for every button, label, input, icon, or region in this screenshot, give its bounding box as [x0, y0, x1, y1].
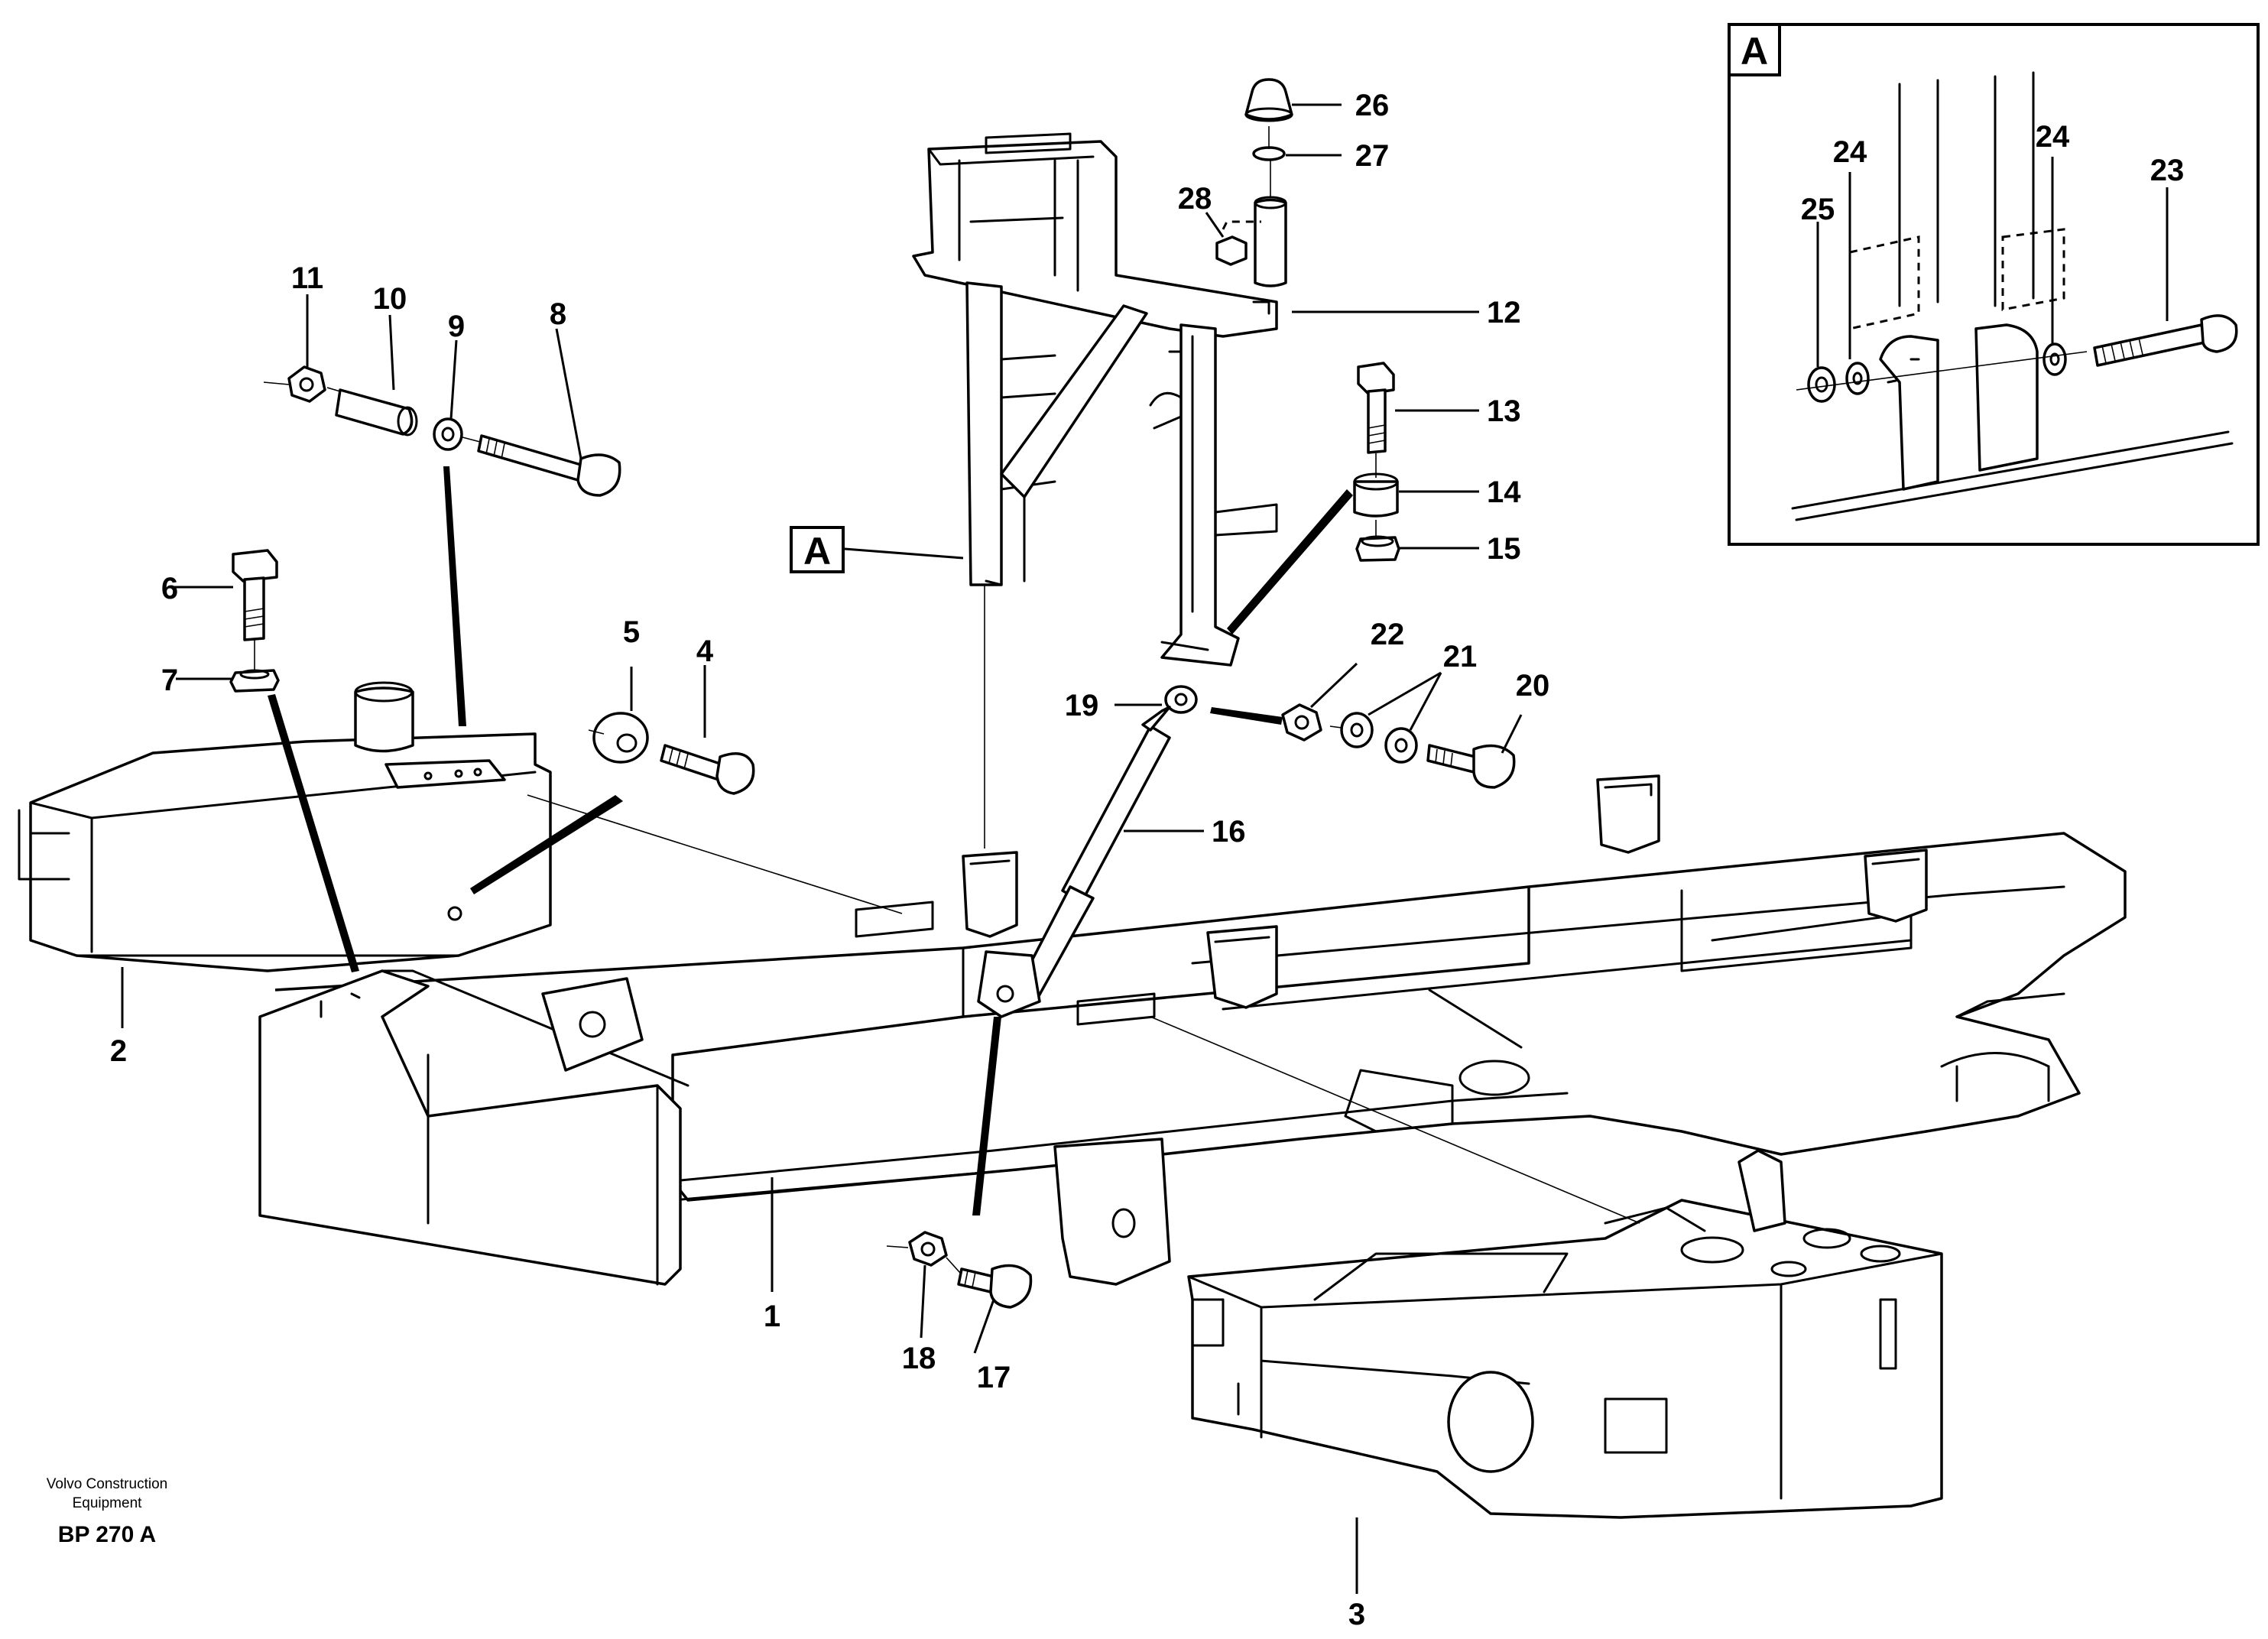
figure-credit: Volvo Construction Equipment BP 270 A: [47, 1476, 167, 1547]
bolt-13: [1357, 362, 1395, 454]
bolt-4: [660, 744, 755, 795]
callout-numbers: 1 2 3 4 5 6 7 8 9 10 11 12 13 14 15 16 1…: [110, 89, 2184, 1631]
callout-28: 28: [1178, 182, 1212, 216]
gas-strut: [977, 725, 1171, 1018]
nut-22: [1281, 703, 1322, 742]
callout-25: 25: [1801, 193, 1835, 226]
callout-22: 22: [1371, 618, 1405, 651]
callout-15: 15: [1487, 532, 1521, 566]
detail-view-label: A: [1741, 30, 1768, 73]
nut-15: [1355, 535, 1400, 562]
callout-6: 6: [161, 572, 178, 605]
bolt-6: [232, 549, 278, 641]
callout-2: 2: [110, 1034, 127, 1068]
callout-24-left: 24: [1833, 135, 1867, 169]
washers-21: [1340, 712, 1418, 764]
callout-13: 13: [1487, 394, 1521, 428]
left-tank-body: [18, 681, 552, 972]
callout-27: 27: [1355, 139, 1390, 173]
spacer-14: [1353, 472, 1399, 518]
callout-9: 9: [448, 310, 465, 343]
rubber-cap: [1244, 78, 1293, 122]
callout-1: 1: [764, 1300, 780, 1333]
bolt-8: [477, 434, 621, 497]
callout-7: 7: [161, 664, 178, 697]
bolt-20: [1426, 744, 1516, 789]
assembly-lines: [254, 126, 1640, 1274]
right-counterweight: [1187, 1149, 1943, 1519]
detail-view-a: A: [1728, 23, 2260, 546]
callout-leaders: [121, 103, 2169, 1594]
washer-27: [1252, 146, 1286, 161]
callout-8: 8: [550, 297, 566, 331]
callout-20: 20: [1516, 669, 1550, 703]
washer-9: [433, 417, 463, 451]
callout-19: 19: [1065, 689, 1099, 722]
view-reference-box: A: [790, 526, 964, 573]
callout-12: 12: [1487, 296, 1521, 329]
nut-28: [1215, 235, 1248, 266]
callout-21: 21: [1443, 640, 1478, 673]
main-frame: [258, 774, 2127, 1286]
callout-17: 17: [977, 1361, 1011, 1394]
view-reference-label: A: [803, 530, 831, 573]
callout-26: 26: [1355, 89, 1390, 122]
callout-4: 4: [696, 635, 714, 668]
callout-23: 23: [2150, 154, 2185, 187]
bolt-17: [957, 1264, 1033, 1309]
spacer-5: [592, 712, 649, 764]
callout-24-right: 24: [2036, 120, 2070, 154]
callout-18: 18: [902, 1342, 936, 1375]
callout-14: 14: [1487, 475, 1521, 509]
callout-10: 10: [373, 282, 407, 316]
guard-frame: [912, 132, 1287, 667]
nut-7: [229, 669, 280, 693]
publisher-line-2: Equipment: [73, 1495, 143, 1511]
callout-5: 5: [623, 615, 640, 649]
callout-16: 16: [1212, 815, 1246, 849]
publisher-line-1: Volvo Construction: [47, 1476, 167, 1492]
document-reference: BP 270 A: [58, 1522, 156, 1547]
callout-3: 3: [1348, 1598, 1365, 1631]
rod-end-19: [1141, 685, 1198, 732]
nut-11: [287, 365, 326, 403]
nut-18: [908, 1231, 948, 1267]
sleeve-10: [335, 388, 418, 437]
callout-11: 11: [291, 261, 323, 295]
